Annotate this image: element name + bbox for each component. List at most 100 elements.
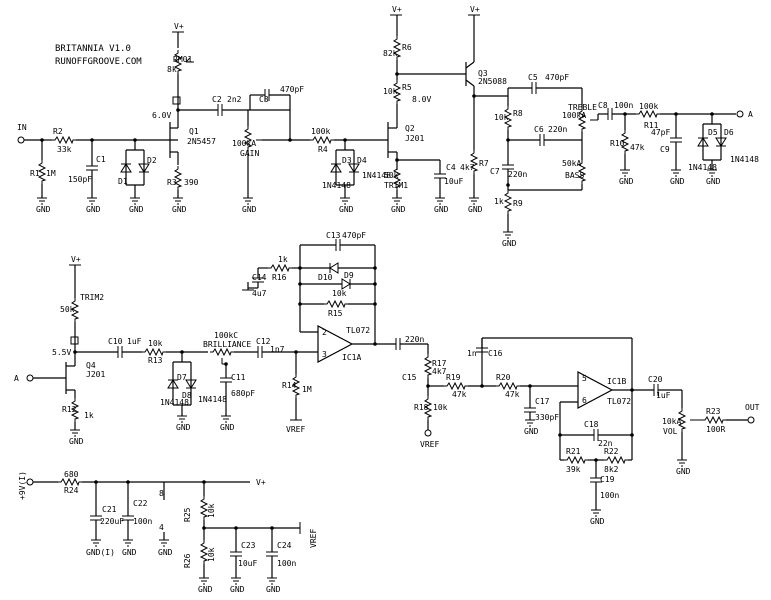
resistor-r16 <box>267 264 293 272</box>
resistor-r4 <box>309 136 335 144</box>
resistor-r1 <box>38 159 46 185</box>
r12-value: 1k <box>84 411 94 420</box>
gnd-label: GND <box>339 205 354 214</box>
d5-ref: D5 <box>708 128 718 137</box>
resistor-r19 <box>443 382 469 390</box>
r11-value: 100k <box>639 102 658 111</box>
c21-ref: C21 <box>102 505 117 514</box>
gnd-label: GND <box>86 205 101 214</box>
power-label: +9V(I) <box>18 471 27 500</box>
capacitor-c10 <box>117 345 123 359</box>
c17-ref: C17 <box>535 397 550 406</box>
q3-value: 2N5088 <box>478 77 507 86</box>
r4-ref: R4 <box>318 145 328 154</box>
r5-ref: R5 <box>402 83 412 92</box>
c15-ref: C15 <box>402 373 417 382</box>
output-terminal[interactable] <box>747 416 755 424</box>
capacitor-c7 <box>501 164 515 170</box>
diode-d9 <box>341 278 351 290</box>
treble-label: TREBLE <box>568 103 597 112</box>
r22-value: 8k2 <box>604 465 619 474</box>
trim2-value: 50k <box>60 305 75 314</box>
capacitor-c9 <box>669 137 683 143</box>
r7-value: 4k7 <box>460 163 475 172</box>
r12-ref: R12 <box>62 405 77 414</box>
power-terminal[interactable] <box>26 478 34 486</box>
c19-value: 100n <box>600 491 619 500</box>
d8-value: 1N4148 <box>198 395 227 404</box>
r24-ref: R24 <box>64 486 79 495</box>
treble-value: 100kA <box>562 111 586 120</box>
volume-value: 10kA <box>662 417 681 426</box>
gnd-label: GND <box>468 205 483 214</box>
r26-ref: R26 <box>183 553 192 568</box>
c9-value: 47pF <box>651 128 670 137</box>
r14-value: 1M <box>302 385 312 394</box>
input-terminal[interactable] <box>17 136 25 144</box>
c7-ref: C7 <box>490 167 500 176</box>
r16-value: 1k <box>278 255 288 264</box>
r3-value: 390 <box>184 178 199 187</box>
gnd-label: GND <box>230 585 245 594</box>
capacitor-c23 <box>229 551 243 557</box>
d2-ref: D2 <box>147 156 157 165</box>
capacitor-c2 <box>217 103 223 117</box>
r25-value: 10k <box>207 503 216 518</box>
pot-brilliance[interactable] <box>209 348 235 356</box>
bass-label: BASS <box>565 171 584 180</box>
rm01-value: 8k <box>167 65 177 74</box>
brilliance-label: BRILLIANCE <box>203 340 251 349</box>
r3-ref: R3 <box>167 178 177 187</box>
r13-value: 10k <box>148 339 163 348</box>
q1-value: 2N5457 <box>187 137 216 146</box>
volume-label: VOL <box>663 427 678 436</box>
q2-value: J201 <box>405 134 424 143</box>
r6-value: 82k <box>383 49 398 58</box>
pin-label: 2 <box>322 328 327 337</box>
vplus-label: V+ <box>392 5 402 14</box>
node-a-in-label: A <box>14 374 19 383</box>
resistor-r23 <box>701 416 727 424</box>
c5-value: 470pF <box>545 73 569 82</box>
r21-value: 39k <box>566 465 581 474</box>
c24-ref: C24 <box>277 541 292 550</box>
d3-ref: D3 <box>342 156 352 165</box>
brilliance-value: 100kC <box>214 331 238 340</box>
c18-value: 22n <box>598 439 613 448</box>
gnd-label: GND <box>266 585 281 594</box>
c16-value: 1n <box>467 349 477 358</box>
node-a-out <box>736 110 744 118</box>
gnd-label: GND <box>434 205 449 214</box>
r10-ref: R10 <box>610 139 625 148</box>
d8-ref: D8 <box>182 391 192 400</box>
c3-value: 470pF <box>280 85 304 94</box>
capacitor-c8 <box>607 107 613 121</box>
pin-label: 4 <box>159 523 164 532</box>
r7-ref: R7 <box>479 159 489 168</box>
c3-ref: C3 <box>259 95 269 104</box>
input-label: IN <box>17 123 27 132</box>
resistor-r21 <box>563 456 589 464</box>
gnd-label: GND <box>172 205 187 214</box>
vref-label: VREF <box>309 529 318 548</box>
q4-ref: Q4 <box>86 361 96 370</box>
r6-ref: R6 <box>402 43 412 52</box>
c4-value: 10uF <box>444 177 463 186</box>
c21-value: 220uF <box>100 517 124 526</box>
c13-ref: C13 <box>326 231 341 240</box>
c18-ref: C18 <box>584 420 599 429</box>
r2-ref: R2 <box>53 127 63 136</box>
opamp-ic1b <box>577 371 614 409</box>
title-line-1: BRITANNIA V1.0 <box>55 44 131 54</box>
resistor-r20 <box>495 382 521 390</box>
gnd-label: GND <box>524 427 539 436</box>
pin-label: 3 <box>322 350 327 359</box>
opamp-ic1a <box>317 325 354 363</box>
r8-ref: R8 <box>513 109 523 118</box>
c23-ref: C23 <box>241 541 256 550</box>
capacitor-c13 <box>335 238 341 252</box>
c14-ref: C14 <box>252 273 267 282</box>
r17-value: 4k7 <box>432 367 447 376</box>
gnd-label: GND <box>706 177 721 186</box>
